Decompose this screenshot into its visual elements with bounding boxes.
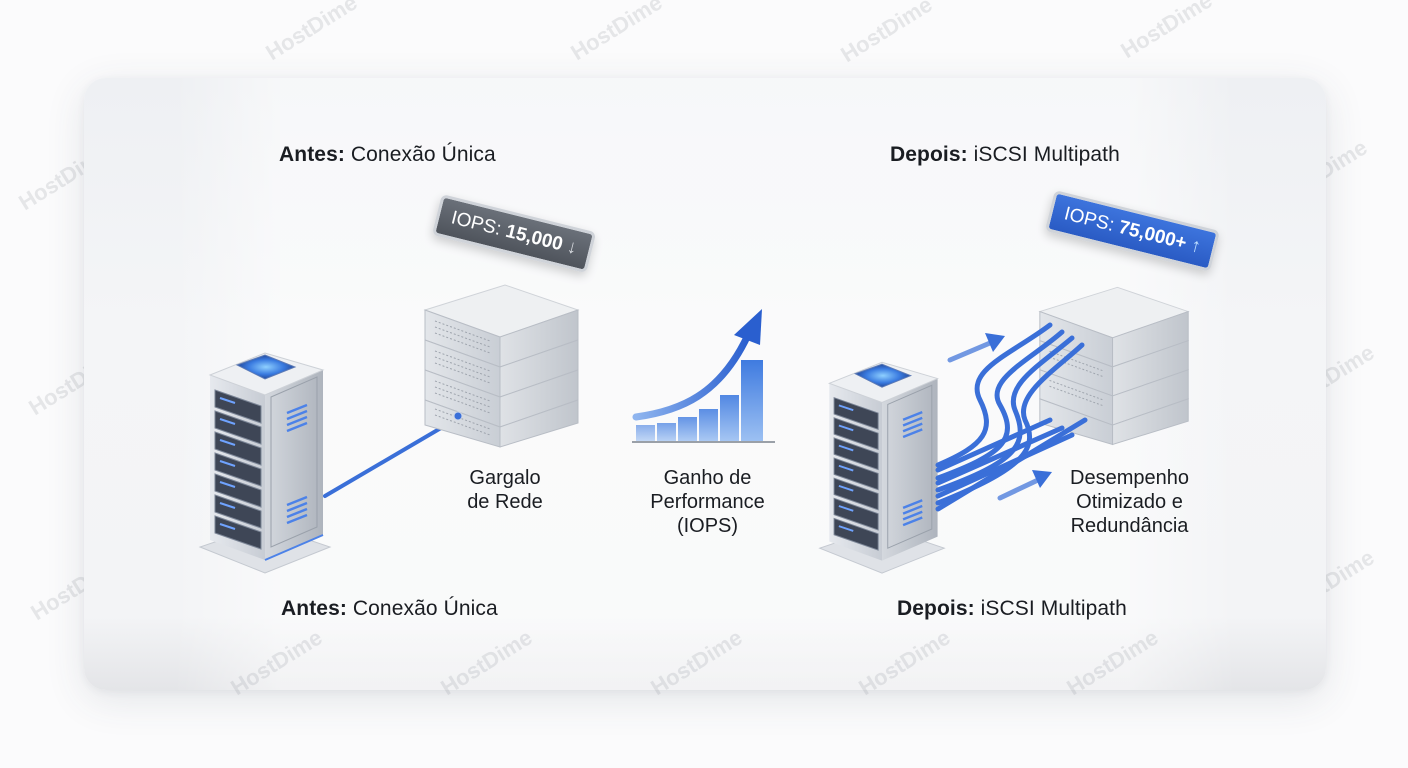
after-tower-server-icon	[818, 361, 946, 574]
after-caption: Desempenho Otimizado e Redundância	[1070, 467, 1189, 537]
before-caption: Gargalo de Rede	[467, 467, 543, 513]
performance-growth-chart-icon	[632, 309, 775, 443]
before-tower-server-icon	[198, 352, 332, 574]
after-footer-title: Depois: iSCSI Multipath	[897, 597, 1127, 620]
after-storage-stack-icon	[1038, 286, 1190, 446]
before-title: Antes: Conexão Única	[279, 143, 496, 166]
after-title: Depois: iSCSI Multipath	[890, 143, 1120, 166]
before-footer-title: Antes: Conexão Única	[281, 597, 498, 620]
before-storage-stack-icon	[423, 284, 580, 448]
center-caption: Ganho de Performance (IOPS)	[650, 467, 765, 537]
arrow-up-icon: ↑	[1188, 234, 1203, 258]
